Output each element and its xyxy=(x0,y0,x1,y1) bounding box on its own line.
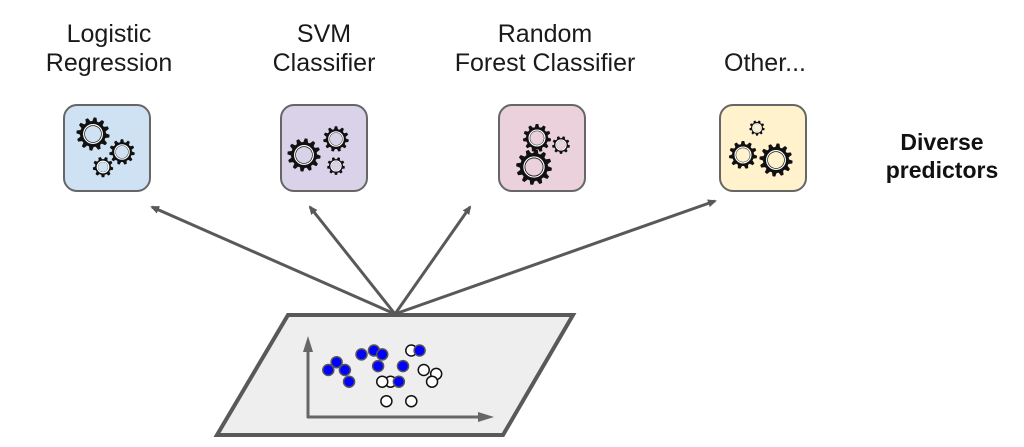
gear-icon xyxy=(287,138,321,172)
gears-icon xyxy=(76,117,135,178)
data-point-white xyxy=(380,394,393,408)
label-svm: SVM Classifier xyxy=(272,20,376,77)
label-random-forest: Random Forest Classifier xyxy=(454,20,636,77)
gears-icon xyxy=(287,126,349,175)
data-point-blue xyxy=(396,359,410,373)
gear-icon xyxy=(323,126,349,152)
data-point-white xyxy=(417,363,430,377)
gear-icon xyxy=(76,117,110,151)
gears-icon xyxy=(728,120,793,177)
data-point-blue xyxy=(392,375,406,388)
scatter-axes xyxy=(303,336,494,422)
data-points xyxy=(322,344,443,408)
arrow-to-other xyxy=(394,199,717,316)
diverse-predictors-label: Diverse predictors xyxy=(885,129,999,183)
data-point-blue xyxy=(322,363,335,377)
arrow-to-logistic xyxy=(150,205,396,316)
predictor-box-other xyxy=(719,104,807,192)
gear-icon xyxy=(522,124,552,152)
data-point-blue xyxy=(376,348,389,361)
label-logistic: Logistic Regression xyxy=(45,20,173,77)
gear-icon xyxy=(552,136,570,154)
gear-icon xyxy=(109,139,135,165)
gear-icon xyxy=(92,157,114,178)
gear-icon xyxy=(759,143,793,177)
data-point-blue xyxy=(330,355,343,369)
data-point-blue xyxy=(342,375,356,388)
predictor-box-logistic xyxy=(63,104,151,192)
label-other: Other... xyxy=(724,49,806,77)
gears-icon xyxy=(516,124,570,185)
predictor-box-random-forest xyxy=(498,104,586,192)
y-axis-arrowhead xyxy=(303,336,313,352)
data-point-white xyxy=(425,375,439,388)
predictor-box-svm xyxy=(280,104,368,192)
gear-icon xyxy=(516,149,552,185)
data-point-white xyxy=(376,375,389,388)
data-point-blue xyxy=(413,344,426,357)
arrow-to-random-forest xyxy=(393,205,472,315)
arrow-to-svm xyxy=(308,205,397,315)
data-point-blue xyxy=(355,348,368,361)
data-point-white xyxy=(405,394,418,408)
arrows xyxy=(150,199,717,316)
gear-icon xyxy=(327,157,345,175)
gear-icon xyxy=(749,120,765,136)
x-axis-arrowhead xyxy=(478,412,494,422)
gear-icon xyxy=(728,141,758,169)
data-point-blue xyxy=(371,359,385,373)
data-point-blue xyxy=(338,363,352,377)
